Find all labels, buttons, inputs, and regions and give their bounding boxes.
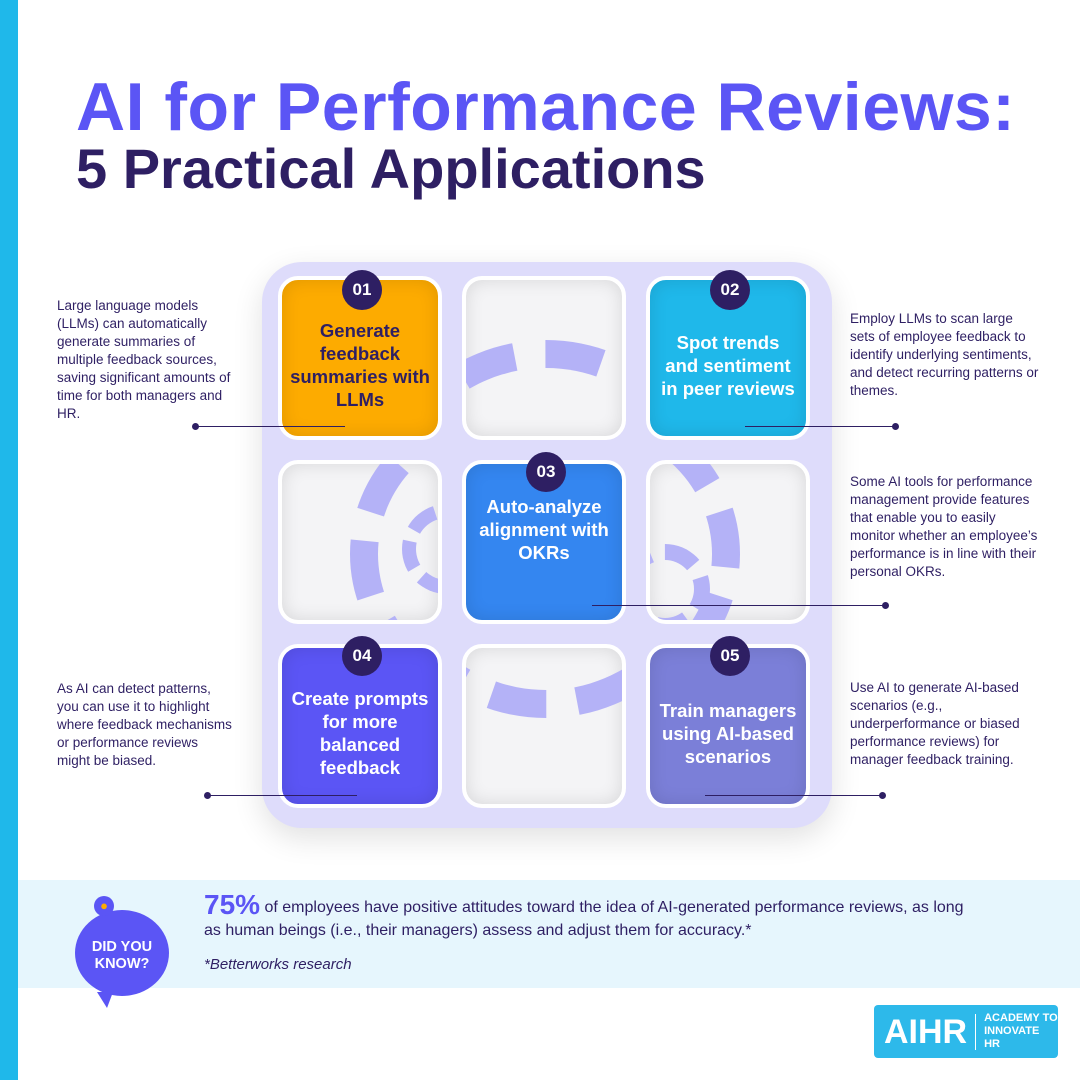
- connector-line-03: [592, 605, 885, 606]
- fact-text: 75% of employees have positive attitudes…: [204, 891, 984, 942]
- description-05: Use AI to generate AI-based scenarios (e…: [850, 680, 1020, 767]
- tile-04-title: Create prompts for more balanced feedbac…: [291, 688, 429, 778]
- connector-dot: [204, 792, 211, 799]
- number-badge-05: 05: [710, 636, 750, 676]
- connector-line-02: [745, 426, 895, 427]
- number-badge-03: 03: [526, 452, 566, 492]
- did-you-know-badge: DID YOU KNOW?: [75, 910, 169, 1008]
- connector-line-05: [705, 795, 883, 796]
- gear-icon: [466, 648, 622, 718]
- number-badge-01: 01: [342, 270, 382, 310]
- connector-line-04: [207, 795, 357, 796]
- description-04: As AI can detect patterns, you can use i…: [57, 681, 232, 768]
- connector-dot: [192, 423, 199, 430]
- title-line-2: 5 Practical Applications: [76, 137, 706, 200]
- number-badge-04: 04: [342, 636, 382, 676]
- gear-tile: [462, 276, 626, 440]
- logo-tagline-1: ACADEMY TO: [984, 1012, 1058, 1024]
- side-accent-stripe: [0, 0, 18, 1080]
- title-line-1: AI for Performance Reviews:: [76, 69, 1016, 145]
- connector-dot: [879, 792, 886, 799]
- fact-body: of employees have positive attitudes tow…: [204, 899, 964, 939]
- tile-01-title: Generate feedback summaries with LLMs: [290, 320, 430, 410]
- description-02: Employ LLMs to scan large sets of employ…: [850, 311, 1039, 398]
- description-03: Some AI tools for performance management…: [850, 474, 1038, 579]
- description-01: Large language models (LLMs) can automat…: [57, 298, 231, 421]
- fact-stat: 75%: [204, 889, 261, 920]
- gear-tile: [462, 644, 626, 808]
- applications-grid: Generate feedback summaries with LLMs Sp…: [262, 262, 832, 828]
- gear-tile: [278, 460, 442, 624]
- logo-tagline-2: INNOVATE HR: [984, 1025, 1040, 1050]
- number-badge-02: 02: [710, 270, 750, 310]
- tile-03-title: Auto-analyze alignment with OKRs: [479, 495, 609, 563]
- did-you-know-band: [18, 880, 1080, 988]
- connector-dot: [892, 423, 899, 430]
- gear-icon: [466, 340, 622, 436]
- connector-line-01: [195, 426, 345, 427]
- tile-05-title: Train managers using AI-based scenarios: [659, 699, 797, 767]
- connector-dot: [882, 602, 889, 609]
- tile-02-title: Spot trends and sentiment in peer review…: [661, 331, 795, 399]
- lightbulb-icon: ●: [94, 896, 114, 916]
- gear-tile: [646, 460, 810, 624]
- fact-source: *Betterworks research: [204, 956, 352, 973]
- logo-mark: AIHR: [874, 1013, 977, 1050]
